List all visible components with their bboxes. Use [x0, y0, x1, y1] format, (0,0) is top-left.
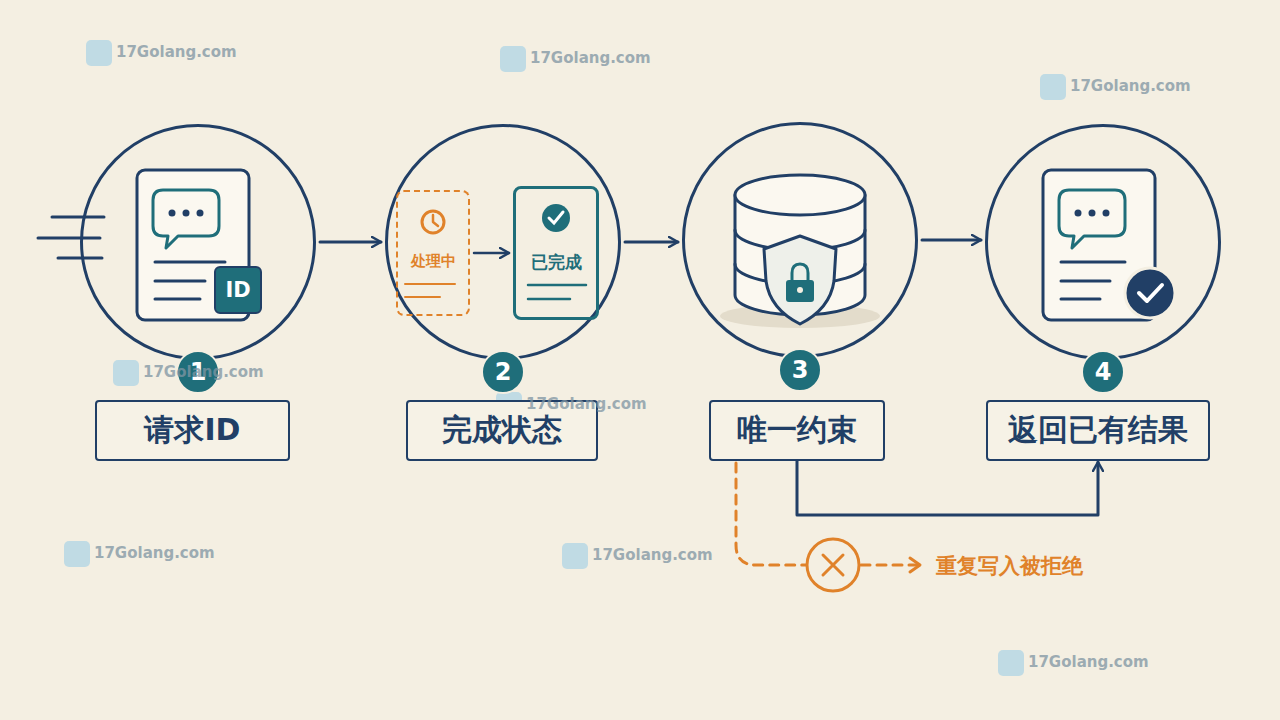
lock-body [786, 280, 814, 302]
speed-line [38, 237, 100, 240]
step-number: 3 [778, 348, 822, 392]
clock-hands [433, 215, 438, 226]
watermark-icon [113, 360, 139, 386]
speed-line [52, 216, 104, 219]
chat-bubble [153, 190, 219, 248]
watermark: 17Golang.com [143, 363, 264, 381]
watermark-icon [562, 543, 588, 569]
check-badge [1125, 268, 1175, 318]
watermark: 17Golang.com [1070, 77, 1191, 95]
text-line [1061, 261, 1125, 264]
stage-label: 请求ID [144, 410, 240, 451]
text-line [1061, 280, 1110, 283]
chat-bubble [1059, 190, 1125, 248]
flow-arrow [625, 241, 678, 244]
flow-arrow [474, 252, 509, 255]
status-text: 处理中 [398, 252, 468, 271]
dot [169, 210, 176, 217]
check-icon [542, 204, 570, 232]
watermark: 17Golang.com [116, 43, 237, 61]
text-line [405, 296, 440, 298]
flow-arrow [320, 241, 381, 244]
stage-label-box: 唯一约束 [709, 400, 885, 461]
done-card: 已完成 [513, 186, 599, 320]
text-line [1061, 298, 1100, 301]
status-text: 已完成 [516, 251, 596, 274]
clock-icon [422, 211, 444, 233]
stage-label: 唯一约束 [737, 410, 857, 451]
reject-leader [861, 564, 918, 567]
id-badge: ID [214, 266, 262, 314]
dot [197, 210, 204, 217]
badge-text: ID [225, 278, 250, 302]
check-mark [1139, 285, 1162, 301]
watermark-icon [64, 541, 90, 567]
stage-circle: 2处理中已完成 [385, 124, 621, 360]
reject-circle [807, 539, 859, 591]
text-line [528, 284, 586, 287]
watermark-icon [500, 46, 526, 72]
watermark-icons [64, 40, 1066, 676]
rejection-note: 重复写入被拒绝 [936, 552, 1083, 580]
step-number: 2 [481, 350, 525, 394]
text-line [405, 283, 455, 285]
stage-label: 返回已有结果 [1008, 410, 1188, 451]
stage-label: 完成状态 [442, 410, 562, 451]
lock-shackle [792, 264, 808, 281]
flow-arrow [922, 239, 981, 242]
dot [1075, 210, 1082, 217]
watermark: 17Golang.com [1028, 653, 1149, 671]
watermark: 17Golang.com [592, 546, 713, 564]
text-line [155, 298, 200, 301]
stage-label-box: 请求ID [95, 400, 290, 461]
watermark: 17Golang.com [526, 395, 647, 413]
watermark-icon [1040, 74, 1066, 100]
flow-arrow [797, 461, 1098, 515]
dot [1103, 210, 1110, 217]
watermark-icon [86, 40, 112, 66]
watermark-icon [998, 650, 1024, 676]
text-line [155, 280, 205, 283]
shield-icon [764, 236, 836, 324]
watermark: 17Golang.com [94, 544, 215, 562]
text-line [155, 261, 225, 264]
stage-circle: 4 [985, 124, 1221, 360]
database-top [735, 175, 865, 215]
check-mark [549, 212, 563, 223]
reject-x [823, 555, 843, 575]
watermark: 17Golang.com [530, 49, 651, 67]
stage-label-box: 返回已有结果 [986, 400, 1210, 461]
dot [1089, 210, 1096, 217]
reject-arrowhead [910, 558, 920, 572]
step-number: 4 [1081, 350, 1125, 394]
text-line [528, 298, 570, 301]
dot [183, 210, 190, 217]
keyhole [797, 287, 803, 293]
stage-circle: 3 [682, 122, 918, 358]
stage-circle: 1ID [80, 124, 316, 360]
pending-card: 处理中 [396, 190, 470, 316]
reject-leader [736, 463, 806, 565]
